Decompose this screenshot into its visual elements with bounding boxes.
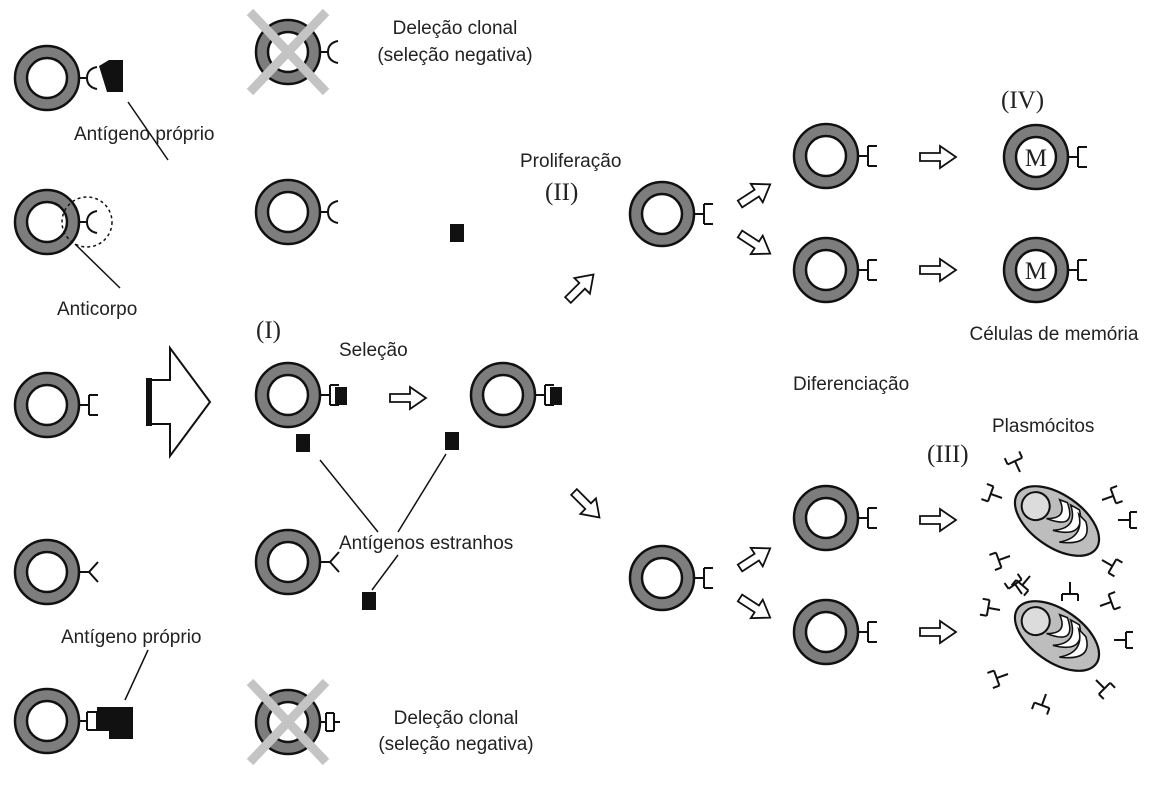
cell-differentiating bbox=[628, 544, 714, 612]
marker-II: (II) bbox=[545, 179, 578, 206]
cell-proliferating bbox=[628, 180, 714, 248]
marker-IV: (IV) bbox=[1001, 87, 1044, 114]
label-deletion-top-2: (seleção negativa) bbox=[377, 45, 532, 66]
deleted-cell-top bbox=[250, 12, 339, 92]
cell-self-antigen-top bbox=[13, 44, 123, 112]
arrow-d-up bbox=[733, 538, 778, 579]
label-estranhos: Antígenos estranhos bbox=[339, 533, 513, 554]
pointer-foreign-2 bbox=[397, 453, 447, 533]
label-plasmocitos: Plasmócitos bbox=[992, 416, 1094, 437]
label-anticorpo: Anticorpo bbox=[57, 299, 137, 320]
deleted-cell-bottom bbox=[250, 682, 340, 762]
arrow-p-up bbox=[733, 174, 778, 215]
cell-clone-4 bbox=[792, 598, 878, 666]
cell-clone-1 bbox=[792, 122, 878, 190]
memory-cell-letter-1: M bbox=[1025, 145, 1047, 172]
cell-clone-2 bbox=[792, 236, 878, 304]
marker-III: (III) bbox=[927, 441, 969, 468]
cell-col2-c bbox=[254, 178, 339, 246]
memory-cell-letter-2: M bbox=[1025, 258, 1047, 285]
foreign-antigen-3 bbox=[362, 592, 376, 610]
memory-cell-2: M bbox=[1002, 236, 1088, 304]
arrow-d-down bbox=[733, 587, 778, 628]
arrow-to-plasma-1 bbox=[919, 508, 957, 532]
label-memoria: Células de memória bbox=[970, 324, 1139, 345]
cell-col2-y bbox=[254, 528, 340, 596]
foreign-antigen-2 bbox=[445, 432, 459, 450]
cell-selected-1 bbox=[254, 361, 347, 429]
marker-I: (I) bbox=[256, 317, 281, 344]
arrow-to-memory-1 bbox=[919, 145, 957, 169]
pointer-self-antigen-top bbox=[127, 101, 169, 161]
cell-antibody bbox=[13, 188, 113, 256]
arrow-differentiation bbox=[565, 483, 609, 527]
big-arrow bbox=[146, 344, 212, 460]
pointer-anticorpo bbox=[74, 243, 121, 289]
arrow-p-down bbox=[733, 223, 778, 264]
label-proliferacao: Proliferação bbox=[520, 151, 621, 172]
cell-selected-2 bbox=[469, 361, 562, 429]
pointer-foreign-3 bbox=[371, 554, 399, 591]
label-deletion-bottom-1: Deleção clonal bbox=[394, 708, 519, 729]
label-deletion-top-1: Deleção clonal bbox=[393, 18, 518, 39]
memory-cell-1: M bbox=[1002, 123, 1088, 191]
arrow-selection bbox=[389, 386, 427, 410]
foreign-antigen-free bbox=[450, 224, 464, 242]
plasma-cell-2 bbox=[1001, 586, 1113, 686]
pointer-foreign-1 bbox=[319, 459, 379, 533]
arrow-proliferation bbox=[559, 265, 603, 309]
cell-self-antigen-bottom bbox=[13, 687, 133, 755]
cell-naive-y bbox=[13, 538, 99, 606]
pointer-self-antigen-bottom bbox=[124, 649, 149, 701]
label-self-antigen-bottom: Antígeno próprio bbox=[61, 627, 202, 648]
label-deletion-bottom-2: (seleção negativa) bbox=[378, 734, 533, 755]
cell-clone-3 bbox=[792, 484, 878, 552]
label-selecao: Seleção bbox=[339, 340, 408, 361]
plasma-cell-1 bbox=[1001, 471, 1113, 571]
foreign-antigen-1 bbox=[296, 434, 310, 452]
arrow-to-plasma-2 bbox=[919, 620, 957, 644]
label-self-antigen-top: Antígeno próprio bbox=[74, 124, 215, 145]
arrow-to-memory-2 bbox=[919, 258, 957, 282]
cell-naive-square bbox=[13, 371, 99, 439]
label-diferenciacao: Diferenciação bbox=[793, 374, 909, 395]
